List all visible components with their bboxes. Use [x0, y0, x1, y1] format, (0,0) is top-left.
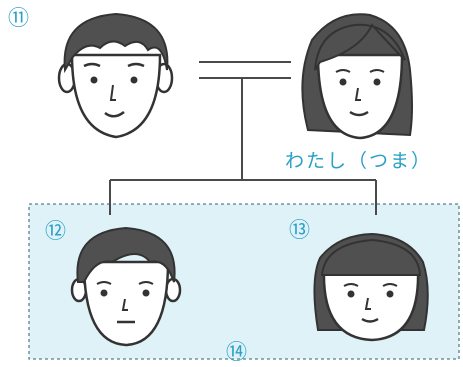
wife-caption: わたし（つま）	[285, 150, 433, 172]
label-11: ⑪	[8, 6, 29, 30]
husband-face-icon	[57, 12, 174, 139]
son-face-icon	[70, 226, 182, 347]
label-13: ⑬	[289, 218, 310, 242]
label-12: ⑫	[45, 219, 66, 243]
wife-face-icon	[301, 13, 413, 140]
label-14: ⑭	[226, 340, 247, 364]
daughter-face-icon	[313, 232, 429, 342]
